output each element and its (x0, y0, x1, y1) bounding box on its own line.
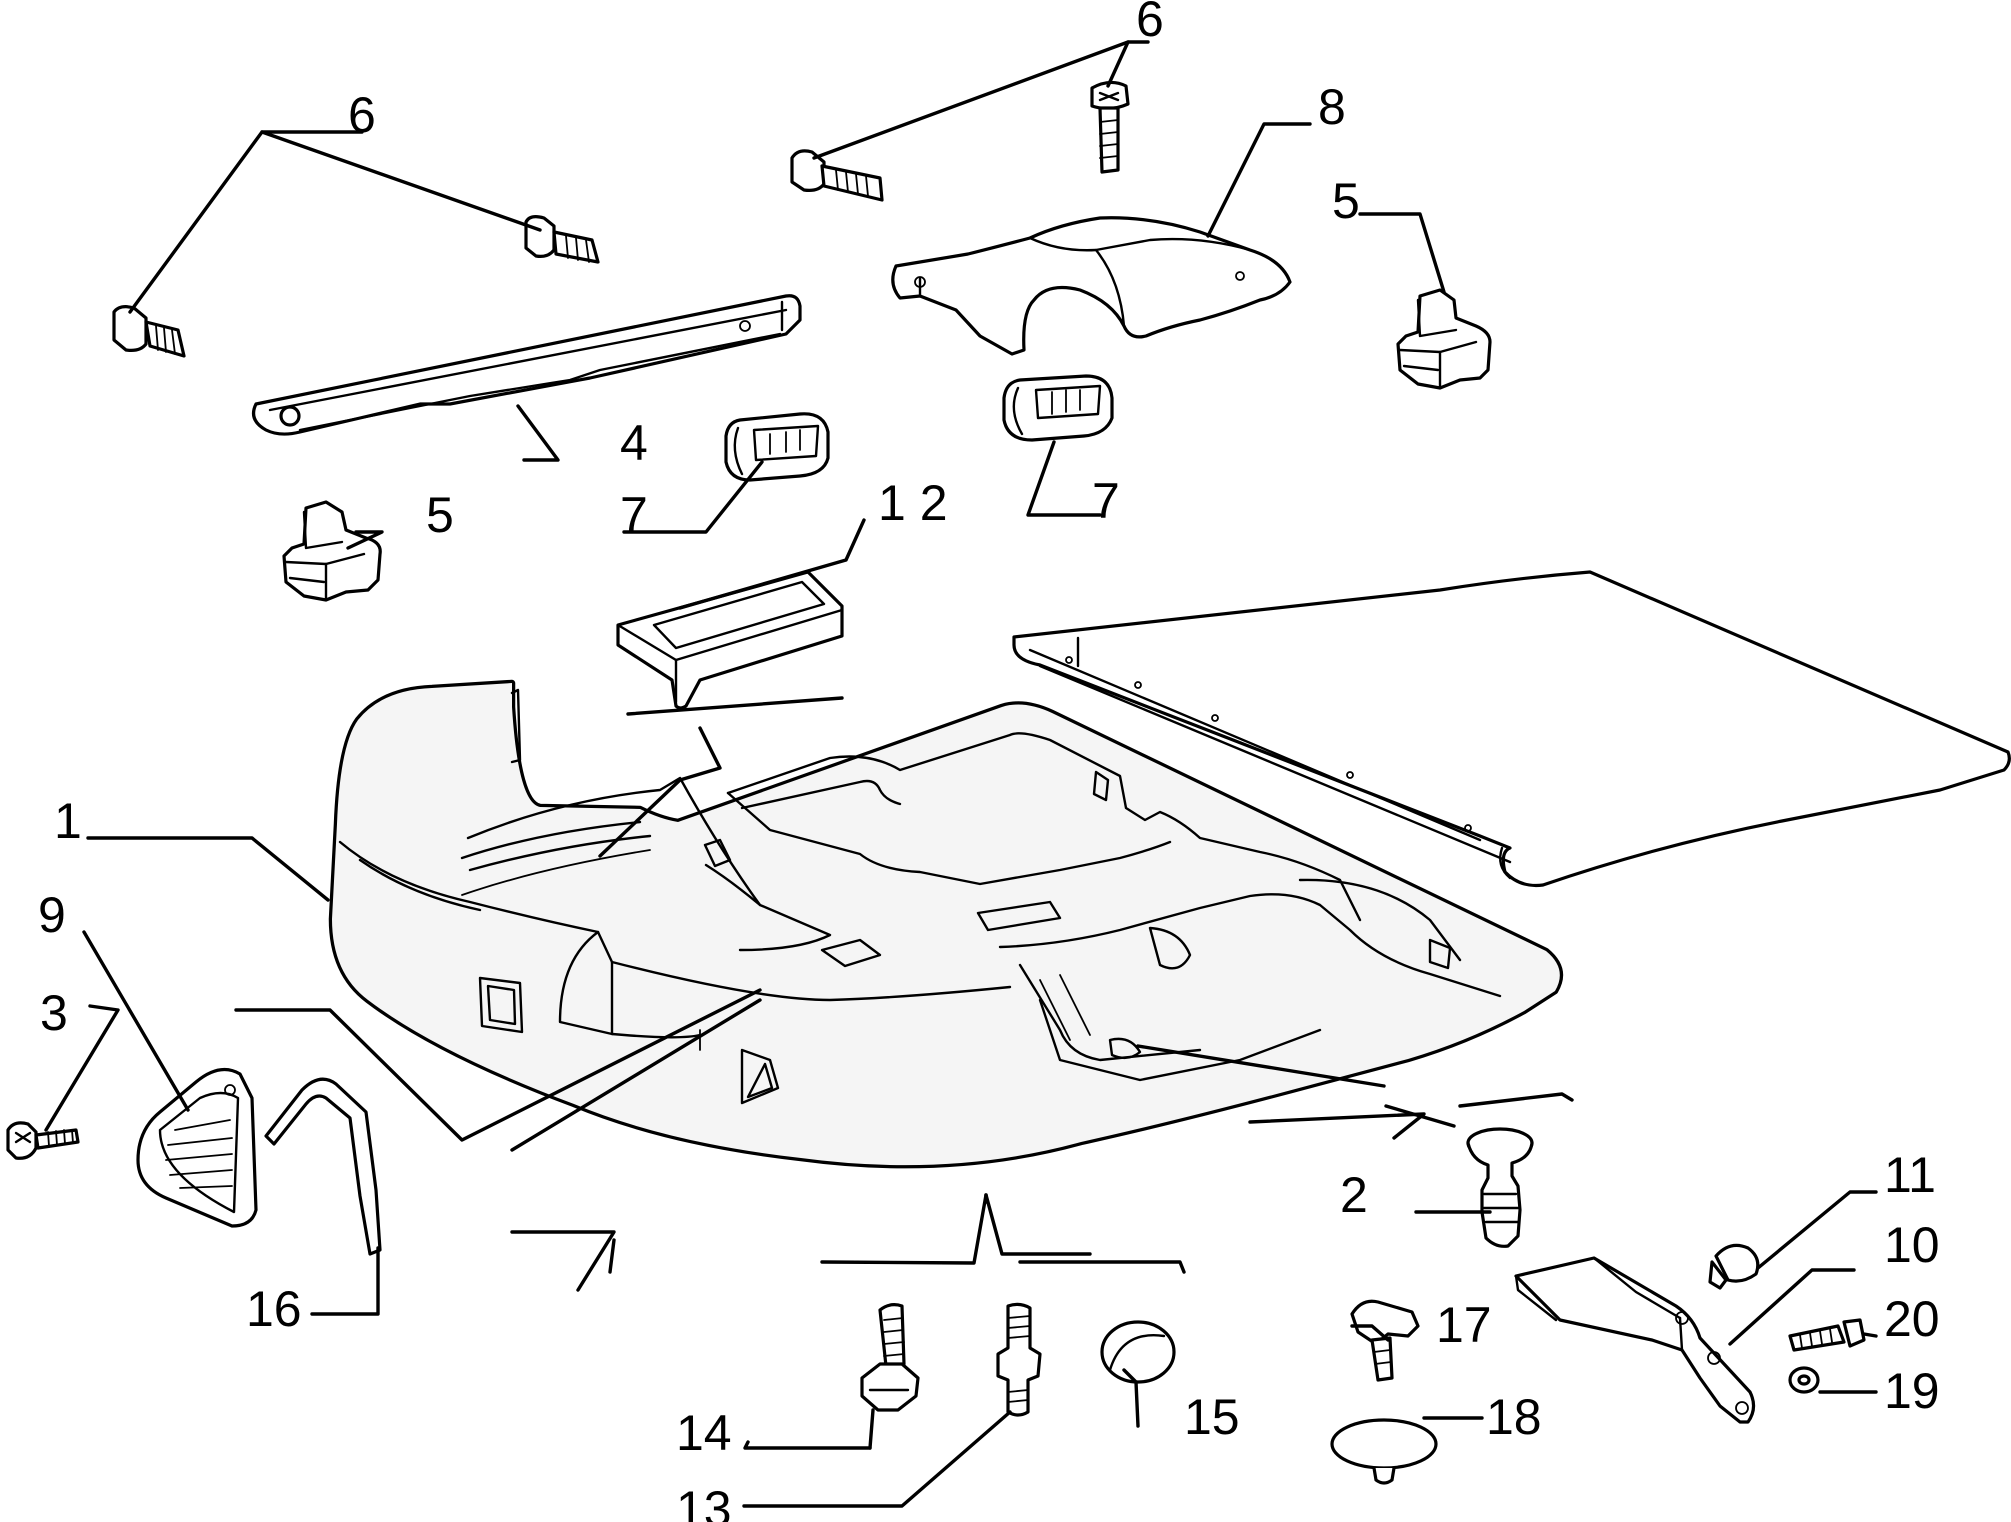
callout-14: 14 (676, 1405, 732, 1461)
part-7-bumper-left (724, 412, 830, 482)
part-5-clip-left (282, 500, 382, 602)
part-13-stud (996, 1302, 1042, 1417)
callout-15: 15 (1184, 1389, 1240, 1445)
part-4-rail (252, 294, 802, 436)
part-7-bumper-right (1002, 374, 1114, 442)
callout-16: 16 (246, 1281, 302, 1337)
callout-19: 19 (1884, 1363, 1940, 1419)
callout-7-right: 7 (1092, 473, 1120, 529)
part-17-push-clip (1350, 1299, 1420, 1382)
part-10-bracket (1514, 1256, 1756, 1424)
callout-labels: 1 2 3 4 5 5 6 6 7 7 8 9 10 11 1 2 13 14 … (38, 0, 1940, 1522)
part-20-bolt (1788, 1318, 1866, 1352)
part-14-bolt (860, 1303, 920, 1412)
callout-4: 4 (620, 415, 648, 471)
callout-3: 3 (40, 985, 68, 1041)
callout-7-left: 7 (620, 487, 648, 543)
callout-18: 18 (1486, 1389, 1542, 1445)
callout-1: 1 (54, 793, 82, 849)
part-2-plug-clip (1466, 1127, 1534, 1248)
callout-20: 20 (1884, 1291, 1940, 1347)
part-11-cap (1708, 1243, 1760, 1290)
callout-11: 11 (1884, 1147, 1936, 1203)
part-8-cover (891, 216, 1292, 356)
part-5-clip-right (1396, 288, 1492, 390)
part-6-screw-a (112, 305, 186, 358)
callout-8: 8 (1318, 79, 1346, 135)
part-1-luggage-tray (328, 679, 1564, 1169)
rear-cover-panel (1012, 570, 2011, 888)
part-6-screw-c (790, 149, 884, 202)
callout-17: 17 (1436, 1297, 1492, 1353)
callout-13: 13 (676, 1481, 732, 1522)
part-6-screw-d (1090, 80, 1130, 174)
callout-5-left: 5 (426, 487, 454, 543)
part-18-cap (1330, 1418, 1438, 1485)
callout-6-top: 6 (1136, 0, 1164, 47)
callout-10: 10 (1884, 1217, 1940, 1273)
part-16-strap (264, 1077, 382, 1256)
part-9-vent-grille (136, 1067, 258, 1228)
leader-lines (44, 40, 1878, 1508)
callout-5-top: 5 (1332, 173, 1360, 229)
part-15-plug (1100, 1320, 1176, 1384)
callout-9: 9 (38, 887, 66, 943)
callout-12: 1 2 (878, 475, 948, 531)
part-19-washer (1788, 1366, 1820, 1394)
callout-6-left: 6 (348, 87, 376, 143)
callout-2: 2 (1340, 1167, 1368, 1223)
part-3-screw (6, 1121, 80, 1160)
part-6-screw-b (524, 215, 600, 264)
part-12-lid (616, 570, 844, 710)
